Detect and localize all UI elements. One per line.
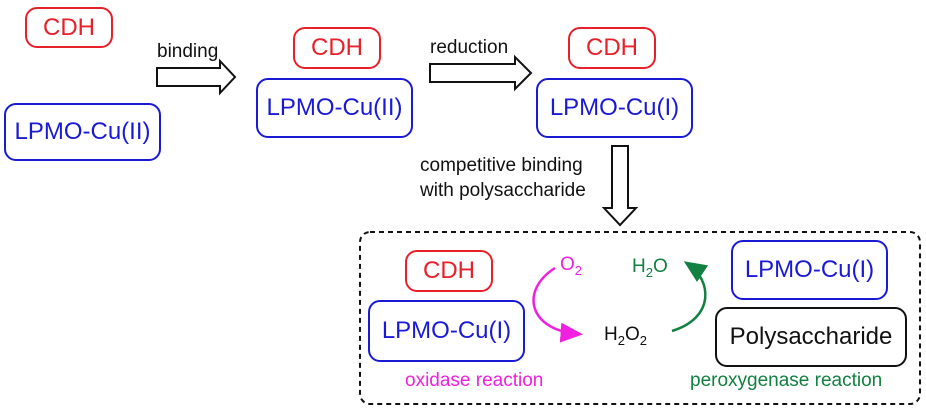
h2o-h: H <box>632 256 646 277</box>
h2o2-label: H2O2 <box>604 324 647 348</box>
cdh-box-step3: CDH <box>568 27 656 69</box>
competitive-binding-arrow <box>601 145 639 227</box>
cdh-box-step1: CDH <box>25 7 113 48</box>
lpmo-cu1-box-peroxygenase: LPMO-Cu(I) <box>731 240 888 300</box>
o2-label: O2 <box>560 254 582 278</box>
h2o2-h: H <box>604 324 618 345</box>
o2-subscript: 2 <box>574 262 583 278</box>
cdh-box-oxidase: CDH <box>405 250 493 292</box>
peroxygenase-reaction-label: peroxygenase reaction <box>690 370 883 391</box>
competitive-binding-label-line2: with polysaccharide <box>420 180 586 201</box>
lpmo-cu1-box-step3: LPMO-Cu(I) <box>536 78 693 138</box>
binding-arrow <box>156 58 237 96</box>
reduction-label: reduction <box>430 37 509 58</box>
h2o2-subscript-1: 2 <box>617 332 625 348</box>
lpmo-cu2-box-step1: LPMO-Cu(II) <box>4 103 161 161</box>
polysaccharide-box: Polysaccharide <box>715 307 907 367</box>
oxidase-curve-arrow <box>532 266 583 343</box>
reduction-arrow <box>429 54 533 92</box>
lpmo-cu2-box-step2: LPMO-Cu(II) <box>256 78 413 138</box>
cdh-box-step2: CDH <box>293 27 381 69</box>
o2-symbol: O <box>560 254 575 275</box>
reaction-frame <box>359 231 921 405</box>
binding-label: binding <box>157 41 219 62</box>
h2o-subscript: 2 <box>645 264 653 280</box>
h2o-o: O <box>652 256 668 277</box>
competitive-binding-label-line1: competitive binding <box>420 155 583 176</box>
h2o-label: H2O <box>632 256 668 280</box>
peroxygenase-curve-arrow <box>671 261 709 333</box>
h2o2-subscript-2: 2 <box>639 332 647 348</box>
oxidase-reaction-label: oxidase reaction <box>405 370 544 391</box>
lpmo-cu1-box-oxidase: LPMO-Cu(I) <box>368 300 525 362</box>
h2o2-o: O <box>624 324 640 345</box>
